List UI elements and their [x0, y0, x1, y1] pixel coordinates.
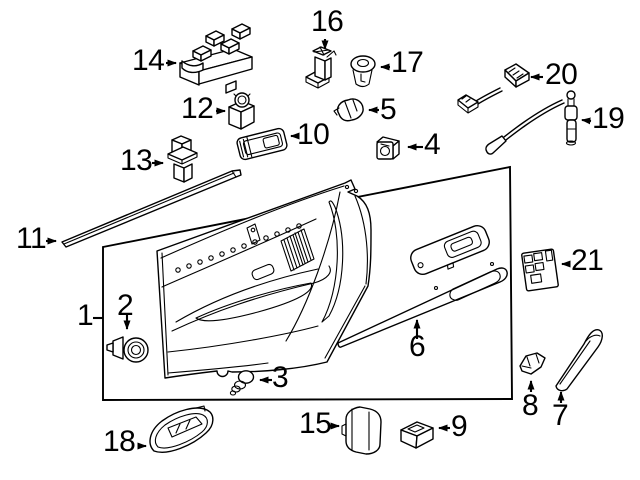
callout-10-label: 10 — [297, 118, 330, 151]
part-11-weatherstrip-illustration — [61, 169, 242, 248]
part-4-clip-illustration — [376, 136, 400, 160]
callout-3-label: 3 — [272, 361, 289, 394]
callout-2-label: 2 — [117, 289, 134, 322]
callout-11-label: 11 — [16, 222, 47, 255]
part-13-switch-illustration — [167, 135, 198, 183]
callout-15-label: 15 — [299, 407, 332, 440]
callout-5-label: 5 — [380, 93, 397, 126]
callout-arrows — [46, 39, 592, 450]
part-9-switch-illustration — [400, 421, 434, 449]
part-17-grommet-illustration — [350, 55, 376, 88]
callout-9-label: 9 — [451, 410, 468, 443]
inner-door-handle-bezel-illustration — [410, 224, 490, 276]
callout-21-label: 21 — [571, 244, 604, 277]
callout-19-label: 19 — [592, 102, 625, 135]
part-15-switch-illustration — [341, 406, 382, 455]
callout-18-label: 18 — [103, 425, 136, 458]
part-2-tweeter-illustration — [106, 336, 149, 363]
callout-4-label: 4 — [424, 128, 441, 161]
callout-12-label: 12 — [181, 92, 214, 125]
callout-13-label: 13 — [120, 144, 153, 177]
part-21-control-module-illustration — [521, 248, 559, 292]
callout-6-label: 6 — [409, 330, 426, 363]
callout-16-label: 16 — [311, 5, 344, 38]
part-1-door-trim-panel-box — [93, 165, 513, 401]
part-18-pull-cup-illustration — [149, 405, 214, 453]
callout-8-label: 8 — [522, 389, 539, 422]
part-14-window-switch-illustration — [179, 23, 253, 94]
part-16-clip-illustration — [305, 46, 337, 89]
callout-17-label: 17 — [391, 46, 424, 79]
callout-20-label: 20 — [545, 58, 578, 91]
part-10-switch-bezel-illustration — [236, 127, 288, 161]
part-6-trim-molding-illustration — [337, 261, 508, 348]
part-5-clip-illustration — [333, 98, 364, 122]
part-12-mirror-switch-illustration — [228, 92, 255, 130]
part-19-cable-illustration — [485, 90, 578, 155]
callout-7-label: 7 — [552, 399, 569, 432]
part-8-clip-illustration — [519, 352, 546, 375]
part-20-wire-harness-illustration — [457, 63, 530, 114]
callout-1-label: 1 — [77, 299, 94, 332]
part-7-pillar-trim-illustration — [555, 329, 603, 392]
door-trim-panel-illustration — [156, 179, 372, 379]
callout-14-label: 14 — [132, 44, 165, 77]
part-3-retainer-clip-illustration — [229, 370, 255, 396]
callout-19-arrow — [581, 117, 592, 125]
